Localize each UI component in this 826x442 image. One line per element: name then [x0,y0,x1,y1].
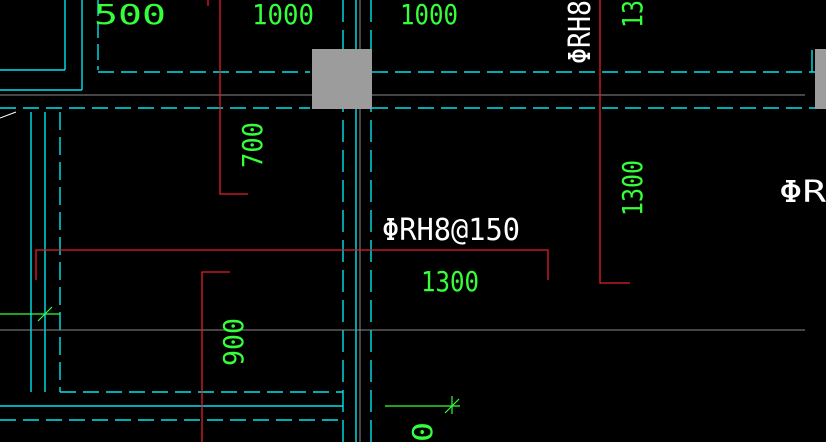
dimension-ticks [0,306,460,414]
dimension-text-top-mid[interactable]: 1000 [252,0,314,31]
rebar-label-right[interactable]: ΦR [779,175,826,210]
dimension-texts: 500 1000 1000 13 700 1300 1300 900 0 [94,0,649,442]
dimension-tick [444,398,460,414]
concrete-column[interactable] [312,49,372,109]
dimension-text-1300-horizontal[interactable]: 1300 [421,265,479,298]
rebar-line[interactable] [599,0,630,284]
rebar-line[interactable] [35,249,549,280]
dimension-text-700[interactable]: 700 [236,122,269,168]
rebar-labels: ΦRH8 ΦRH8@150 ΦR [382,0,826,248]
dimension-text-top-left[interactable]: 500 [94,0,166,31]
concrete-column-partial[interactable] [815,49,826,109]
dimension-text-top-vertical[interactable]: 13 [616,0,649,28]
dimension-tick [37,306,53,322]
dimension-text-top-right[interactable]: 1000 [400,0,458,31]
leader-mark [0,111,17,119]
dimension-text-900[interactable]: 900 [217,318,250,366]
dimension-text-bottom[interactable]: 0 [406,422,439,442]
rebar-line[interactable] [219,0,248,195]
rebar-label-top[interactable]: ΦRH8 [563,0,598,64]
rebar-label-center[interactable]: ΦRH8@150 [382,213,520,248]
rebar-lines [35,0,630,442]
rebar-line[interactable] [201,271,230,442]
dimension-text-1300-vertical[interactable]: 1300 [616,160,649,216]
